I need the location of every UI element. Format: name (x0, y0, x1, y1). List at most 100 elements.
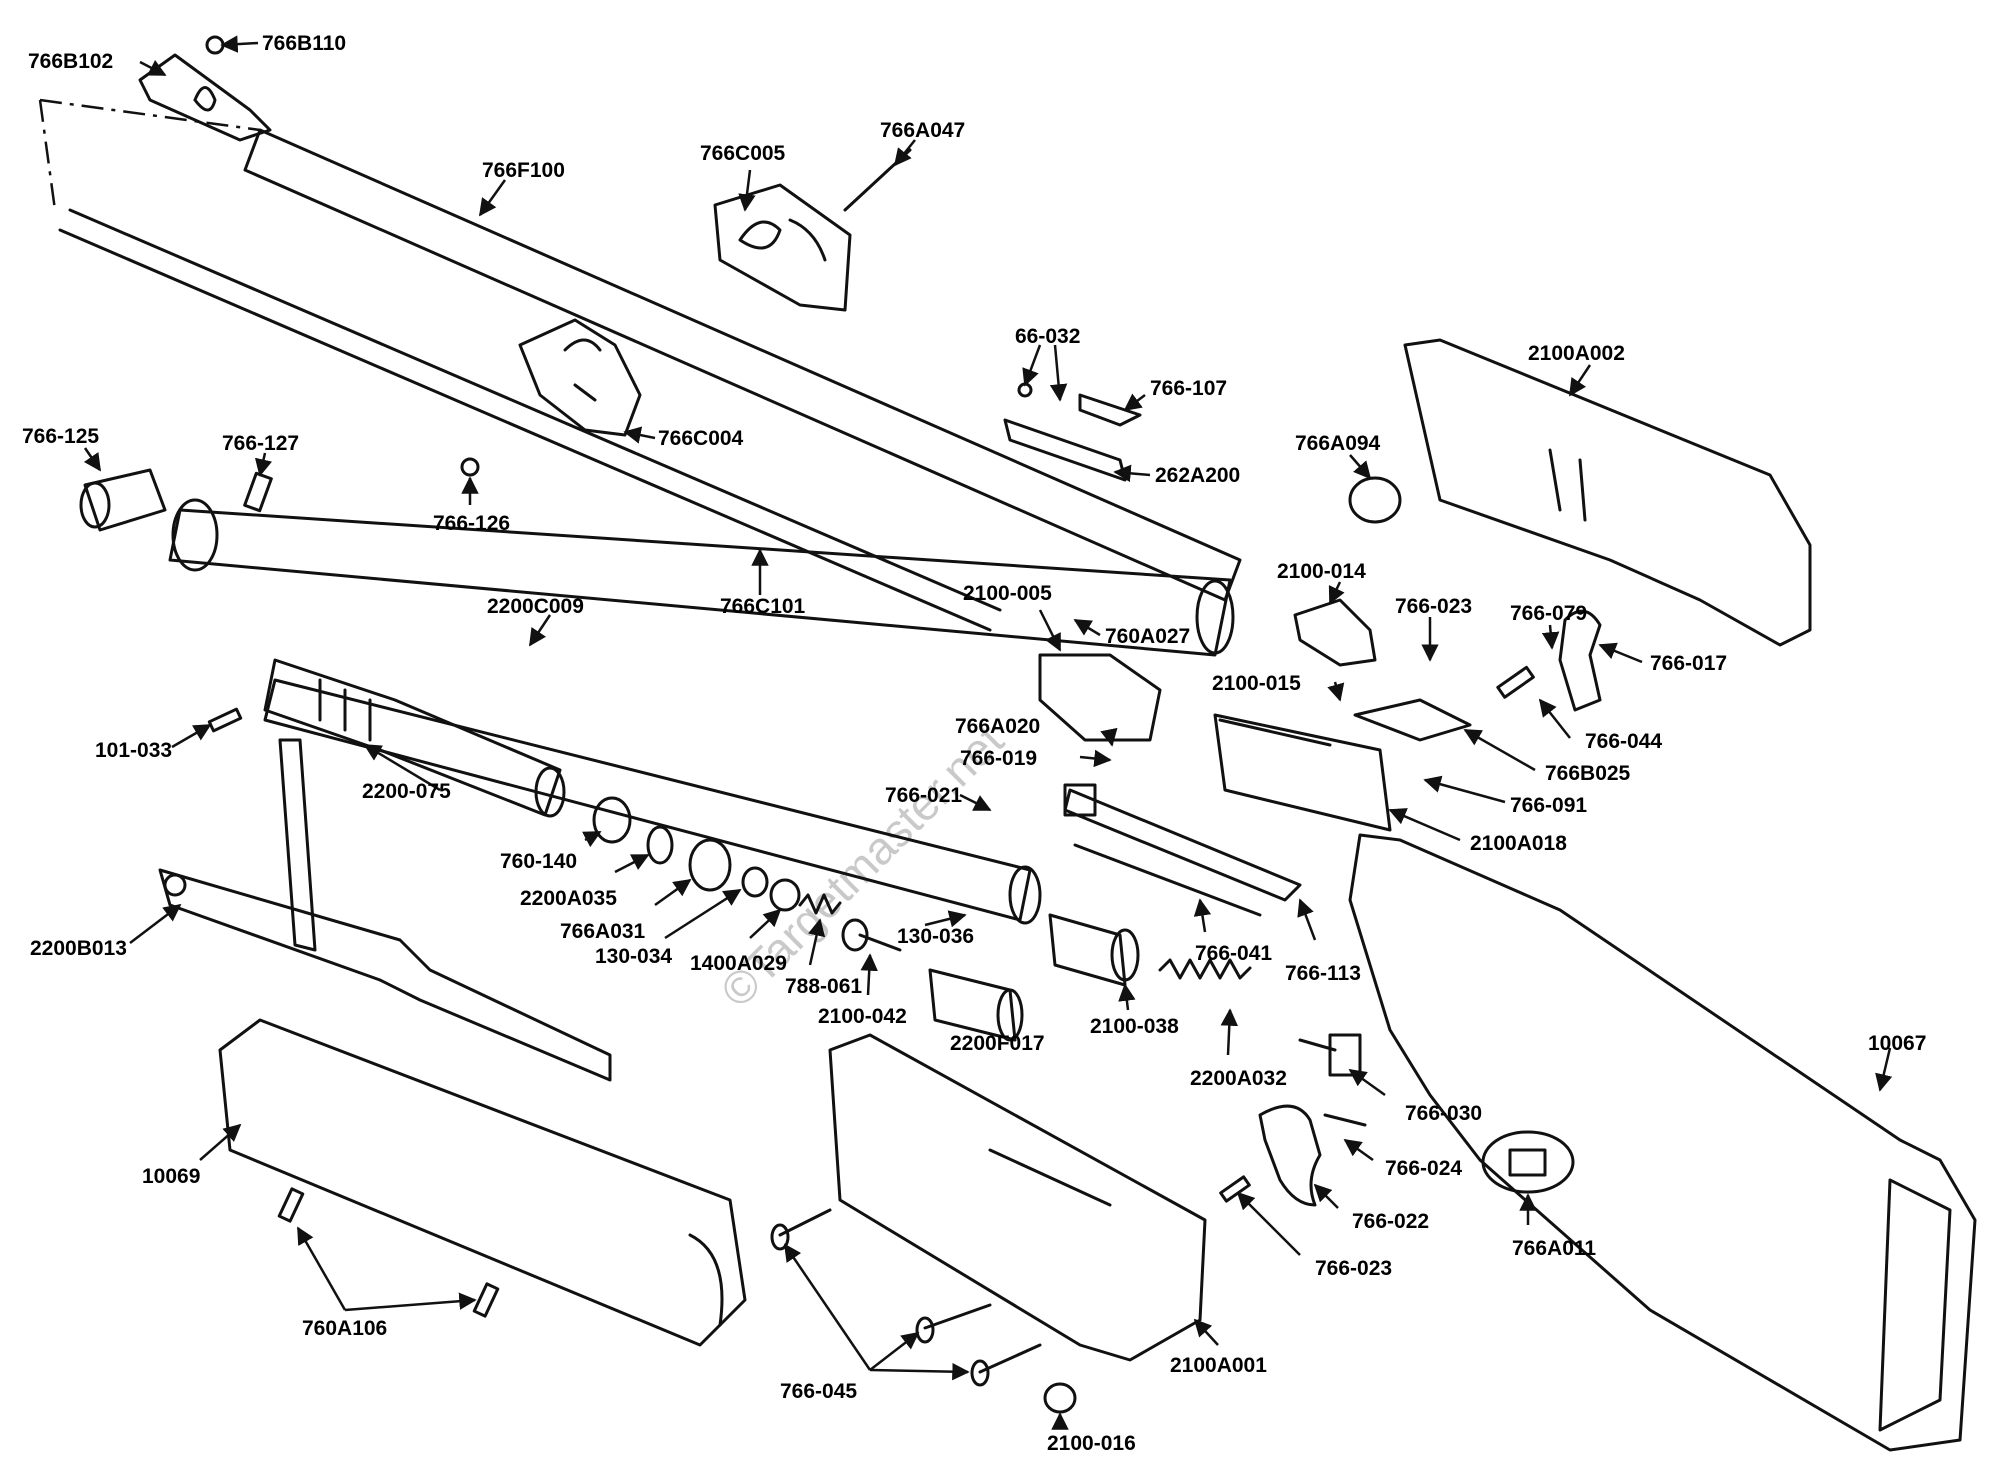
piston-assembly-part (263, 658, 566, 818)
label-766A031: 766A031 (560, 920, 646, 943)
label-766-113: 766-113 (1285, 962, 1361, 985)
label-766-044: 766-044 (1585, 730, 1662, 753)
forearm-part (218, 1018, 747, 1347)
sear-part (1293, 598, 1377, 667)
screw-766-126-part (460, 457, 480, 477)
label-766-127: 766-127 (222, 432, 299, 455)
compression-tube-part (168, 498, 1235, 657)
spring-766-041-part (1073, 843, 1262, 917)
label-766-079: 766-079 (1510, 602, 1587, 625)
screw-2100-016-part (1043, 1382, 1077, 1414)
receiver-housing-part (1403, 338, 1812, 647)
seal-766A031-part (688, 838, 732, 892)
oring-130-034-part (741, 866, 769, 898)
safety-part (1298, 1033, 1362, 1077)
label-2100-015: 2100-015 (1212, 672, 1301, 695)
label-766A094: 766A094 (1295, 432, 1381, 455)
label-766-022: 766-022 (1352, 1210, 1429, 1233)
label-2200B013: 2200B013 (30, 937, 127, 960)
check-valve-part (1048, 913, 1140, 987)
pin-760A106-b-part (472, 1282, 500, 1318)
label-766-019: 766-019 (960, 747, 1037, 770)
screws-66-032-part (1017, 382, 1033, 398)
rear-sight-part (138, 35, 272, 142)
label-2100A001: 2100A001 (1170, 1354, 1267, 1377)
lever-766-017-part (1558, 609, 1602, 712)
label-766-041: 766-041 (1195, 942, 1272, 965)
part-labels: 766B110 766B102 766F100 766C005 766A047 … (22, 32, 1926, 1455)
end-plug-part (79, 468, 167, 532)
label-66-032: 66-032 (1015, 325, 1080, 348)
barrel-clamp-part (518, 318, 642, 437)
label-2100A002: 2100A002 (1528, 342, 1625, 365)
pump-tube-part (263, 678, 1042, 925)
trigger-housing-part (828, 1033, 1207, 1362)
washer-1400A029-part (769, 878, 801, 912)
stock-part (1348, 833, 1977, 1452)
label-766-023b: 766-023 (1315, 1257, 1392, 1280)
label-766-023a: 766-023 (1395, 595, 1472, 618)
spring-788-061-part (798, 893, 842, 915)
trigger-part (1258, 1104, 1322, 1207)
label-766F100: 766F100 (482, 159, 565, 182)
lock-766A094-part (1348, 476, 1402, 524)
valve-stem-part (841, 918, 902, 952)
label-766B025: 766B025 (1545, 762, 1631, 785)
label-2100-042: 2100-042 (818, 1005, 907, 1028)
sight-ramp-part (1078, 393, 1142, 427)
label-788-061: 788-061 (785, 975, 862, 998)
label-766C005: 766C005 (700, 142, 786, 165)
label-2200C009: 2200C009 (487, 595, 584, 618)
label-766-091: 766-091 (1510, 794, 1587, 817)
label-766-107: 766-107 (1150, 377, 1227, 400)
label-766A020: 766A020 (955, 715, 1040, 738)
label-2200-075: 2200-075 (362, 780, 451, 803)
seal-760-140-part (592, 796, 632, 844)
label-766-045: 766-045 (780, 1380, 857, 1403)
pin-101-033-part (207, 707, 243, 733)
label-2100-016: 2100-016 (1047, 1432, 1136, 1455)
label-766-030: 766-030 (1405, 1102, 1482, 1125)
oring-2200A035-part (646, 825, 674, 865)
label-760-140: 760-140 (500, 850, 577, 873)
label-1400A029: 1400A029 (690, 952, 787, 975)
label-766-024: 766-024 (1385, 1157, 1462, 1180)
valve-body-part (928, 968, 1024, 1042)
pin-760A106-a-part (277, 1187, 305, 1223)
receiver-block-part (1038, 653, 1162, 742)
label-766B102: 766B102 (28, 50, 113, 73)
label-2200A035: 2200A035 (520, 887, 617, 910)
label-2100-038: 2100-038 (1090, 1015, 1179, 1038)
label-766-126: 766-126 (433, 512, 510, 535)
leader-lines (83, 35, 1893, 1430)
label-766C101: 766C101 (720, 595, 806, 618)
label-766-017: 766-017 (1650, 652, 1727, 675)
screws-766-045-part (770, 1208, 1042, 1387)
label-766-021: 766-021 (885, 784, 962, 807)
pin-766-127-part (243, 471, 273, 513)
label-262A200: 262A200 (1155, 464, 1240, 487)
label-2100-005: 2100-005 (963, 582, 1052, 605)
receiver-tube-part (38, 98, 1242, 632)
grip-cap-part (1481, 1130, 1575, 1194)
block-2100A018-part (1213, 713, 1392, 832)
spring-766-024-part (1323, 1113, 1367, 1127)
label-2200F017: 2200F017 (950, 1032, 1045, 1055)
label-766A047: 766A047 (880, 119, 965, 142)
spring-2200A032-part (1158, 958, 1252, 980)
label-10067: 10067 (1868, 1032, 1926, 1055)
label-760A027: 760A027 (1105, 625, 1190, 648)
bolt-766-113-part (1063, 783, 1302, 902)
label-2100-014: 2100-014 (1277, 560, 1366, 583)
label-760A106: 760A106 (302, 1317, 387, 1340)
pin-766-023-lower-part (1219, 1175, 1251, 1203)
label-766A011: 766A011 (1512, 1237, 1596, 1260)
label-2100A018: 2100A018 (1470, 832, 1567, 855)
front-sight-block-part (713, 148, 912, 312)
sight-base-part (1003, 418, 1127, 482)
label-766-125: 766-125 (22, 425, 99, 448)
label-766B110: 766B110 (262, 32, 346, 55)
pump-lever-part (158, 738, 612, 1082)
label-130-034: 130-034 (595, 945, 672, 968)
pin-766-044-part (1496, 665, 1535, 699)
